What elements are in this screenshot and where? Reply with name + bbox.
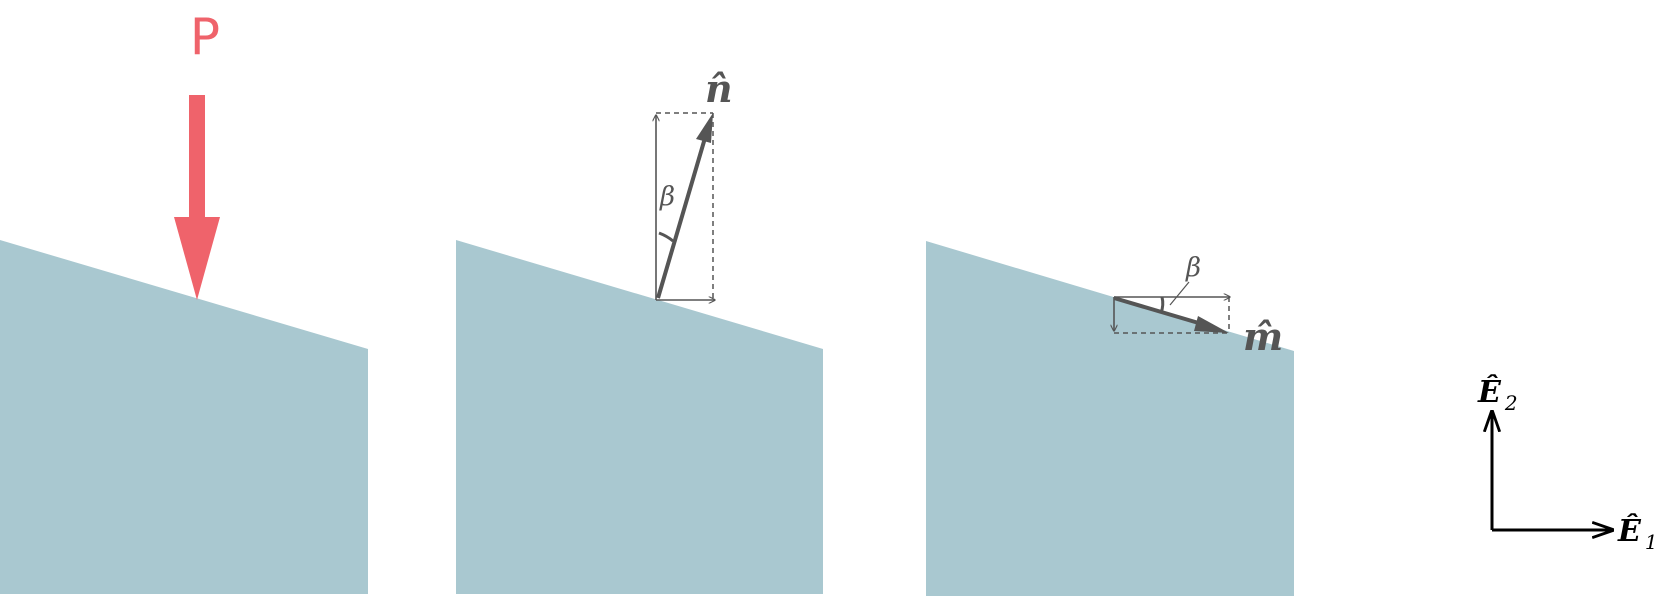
inclined-block-1 <box>0 240 368 594</box>
load-arrow-shaft <box>189 95 205 218</box>
inclined-block-2 <box>456 240 823 594</box>
m-vector-head <box>1194 316 1229 333</box>
m-vector-label: m̂ <box>1243 314 1283 359</box>
panel-2: β n̂ <box>456 66 823 594</box>
e1-letter: Ê <box>1617 513 1642 549</box>
n-vector-shaft <box>656 137 707 299</box>
load-arrow <box>174 95 220 300</box>
panel-1: P <box>0 8 368 594</box>
n-vector-label: n̂ <box>705 66 733 111</box>
e2-subscript: 2 <box>1504 391 1518 415</box>
m-angle-arc <box>1159 296 1165 314</box>
n-angle-label: β <box>659 182 675 212</box>
m-vector-shaft <box>1113 296 1203 326</box>
n-angle-arc <box>658 231 674 243</box>
m-angle-label: β <box>1185 253 1201 283</box>
inclined-block-3 <box>926 241 1294 596</box>
e2-letter: Ê <box>1477 374 1502 410</box>
n-vector-head <box>696 113 713 143</box>
e2-label: Ê 2 <box>1477 374 1518 415</box>
coordinate-axes: Ê 1 Ê 2 <box>1477 374 1658 554</box>
e1-subscript: 1 <box>1645 530 1658 554</box>
load-arrow-head <box>174 217 220 300</box>
load-label: P <box>190 8 220 66</box>
e1-label: Ê 1 <box>1617 513 1658 554</box>
m-angle-leader <box>1169 281 1190 306</box>
panel-3: β m̂ <box>926 241 1294 596</box>
